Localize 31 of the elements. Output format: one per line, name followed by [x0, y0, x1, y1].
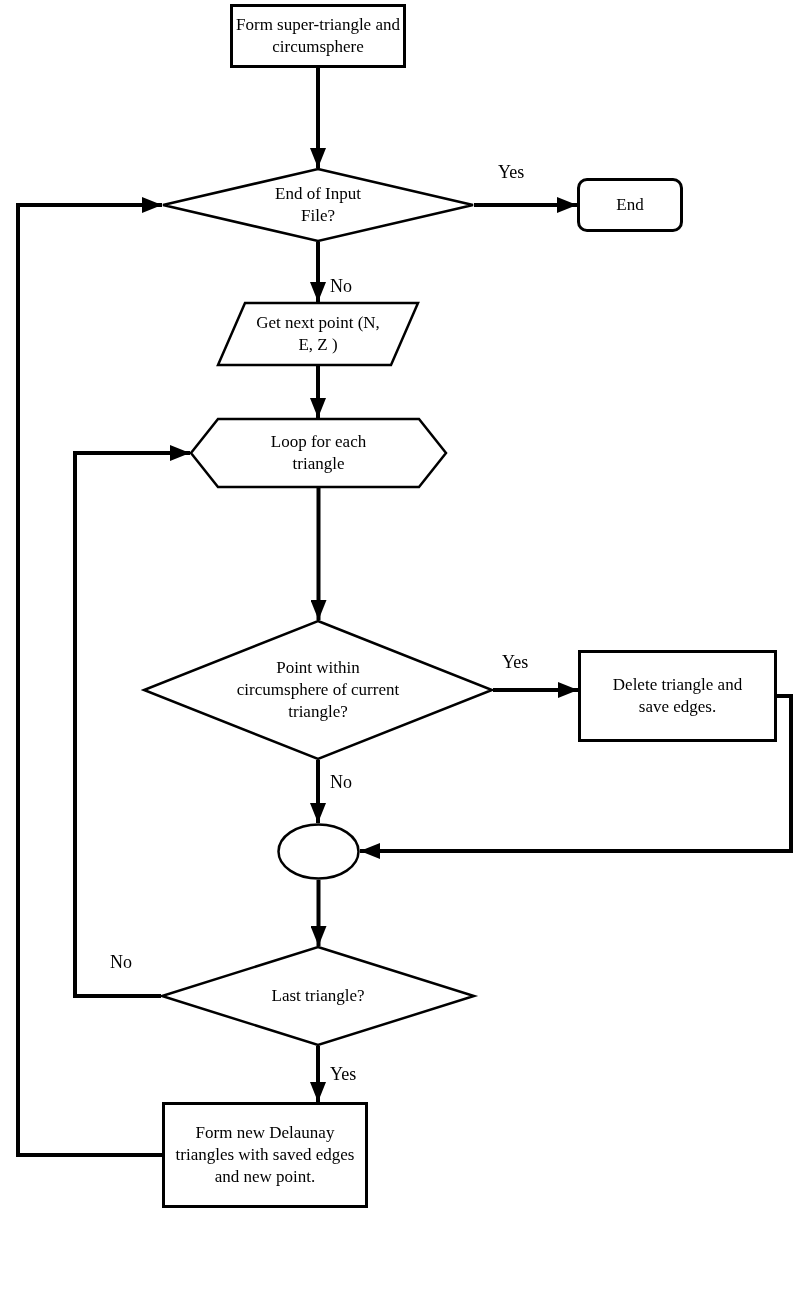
loop-hexagon: [190, 418, 447, 488]
node-text: End: [616, 193, 644, 216]
node-text: Loop for each triangle: [269, 430, 368, 475]
arrow: [16, 197, 162, 1157]
arrow: [360, 694, 793, 859]
node-text: Point within circumsphere of current triangle?: [235, 656, 401, 724]
arrow: [310, 760, 326, 823]
terminal-box: [577, 178, 683, 232]
process-box: [578, 650, 777, 742]
arrow: [493, 682, 578, 698]
node-text: End of Input File?: [274, 182, 362, 227]
connector-circle: [277, 823, 360, 880]
arrow: [310, 1046, 326, 1102]
process-box: [162, 1102, 368, 1208]
arrow: [474, 197, 577, 213]
arrow: [310, 242, 326, 302]
arrow: [310, 68, 326, 168]
node-text: Delete triangle and save edges.: [611, 673, 744, 718]
node-text: Form new Delaunay triangles with saved edges and new point.: [175, 1121, 355, 1189]
arrow: [310, 880, 327, 946]
input-parallelogram: [217, 302, 419, 366]
decision-diamond: [161, 946, 475, 1046]
node-text: Get next point (N, E, Z ): [255, 311, 381, 356]
arrow: [310, 366, 326, 418]
node-text: Form super-triangle and circumsphere: [235, 13, 401, 58]
arrow: [310, 488, 327, 620]
decision-diamond: [143, 620, 493, 760]
decision-diamond: [162, 168, 474, 242]
node-text: Last triangle?: [270, 984, 366, 1007]
process-box: [230, 4, 406, 68]
arrow: [73, 445, 190, 998]
